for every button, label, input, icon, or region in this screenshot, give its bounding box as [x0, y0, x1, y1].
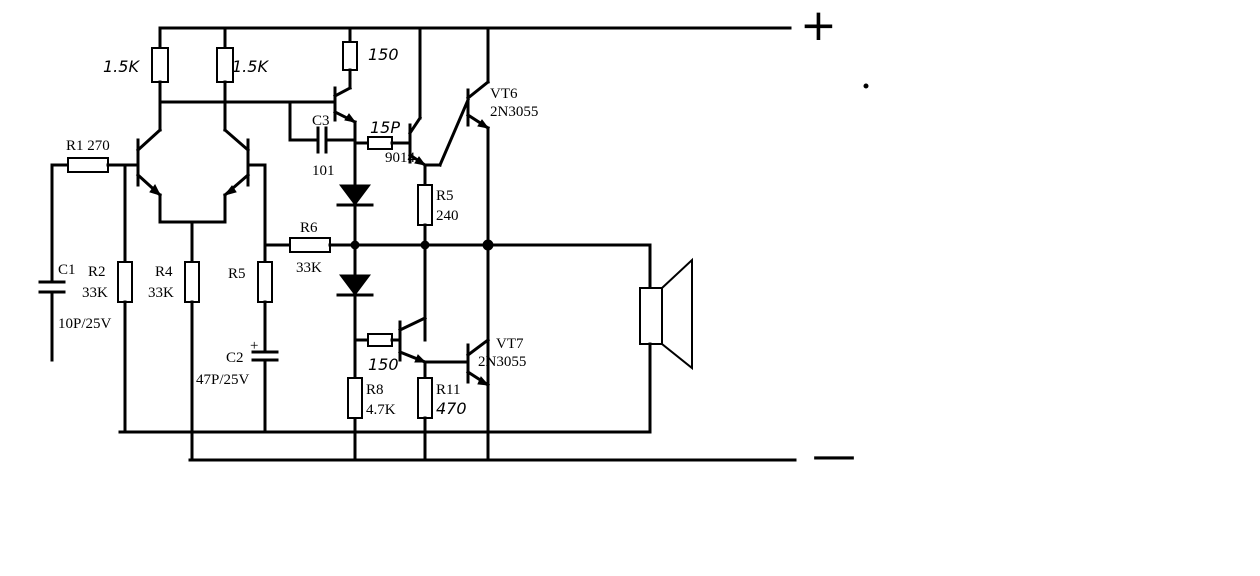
transistor-vt6-part: 2N3055 — [490, 104, 538, 120]
transistor-vt6 — [438, 26, 491, 462]
resistor-r1-label: R1 270 — [66, 138, 110, 154]
resistor-small-upper — [353, 136, 410, 150]
resistor-r6-name: R6 — [300, 220, 318, 236]
transistor-vt7-part: 2N3055 — [478, 354, 526, 370]
resistor-r5-right-value: 240 — [436, 208, 459, 224]
resistor-small-lower-label: 150 — [368, 355, 399, 374]
capacitor-c1-name: C1 — [58, 262, 76, 278]
transistor-vt7 — [465, 337, 491, 388]
resistor-r8-name: R8 — [366, 382, 384, 398]
resistor-r5-left-name: R5 — [228, 266, 246, 282]
resistor-top-3 — [342, 26, 358, 90]
resistor-r11 — [417, 360, 433, 462]
resistor-r4 — [184, 261, 200, 462]
transistor-vt6-name: VT6 — [490, 86, 518, 102]
negative-rail-label: — — [812, 430, 856, 481]
transistor-driver-lower — [397, 315, 470, 364]
junction-dot — [420, 240, 430, 250]
resistor-top-2-label: 1.5K — [232, 57, 269, 76]
stray-dot — [863, 83, 869, 89]
capacitor-c1 — [38, 163, 66, 362]
resistor-r4-value: 33K — [148, 285, 174, 301]
resistor-top-3-label: 150 — [368, 45, 399, 64]
junction-dot — [482, 239, 494, 251]
resistor-r5-right — [417, 163, 433, 342]
capacitor-c2-value: 47P/25V — [196, 372, 250, 388]
junction-dot — [350, 240, 360, 250]
capacitor-c3-name: C3 — [312, 113, 330, 129]
capacitor-c3 — [288, 126, 357, 154]
resistor-r2-value: 33K — [82, 285, 108, 301]
diode-upper — [336, 184, 374, 207]
transistor-diff-right — [222, 100, 267, 247]
resistor-r2-name: R2 — [88, 264, 106, 280]
resistor-r8-value: 4.7K — [366, 402, 396, 418]
resistor-top-2 — [216, 26, 234, 104]
transistor-driver-label: 9014 — [385, 150, 416, 166]
capacitor-c2-plus: + — [250, 338, 258, 354]
resistor-r5-right-name: R5 — [436, 188, 454, 204]
resistor-r11-value: 470 — [436, 399, 467, 418]
resistor-top-1 — [151, 26, 169, 104]
resistor-top-1-label: 1.5K — [103, 57, 140, 76]
capacitor-c2 — [251, 350, 279, 434]
transistor-driver-upper — [407, 26, 442, 168]
emitter-tie — [158, 220, 227, 264]
speaker-icon — [639, 243, 693, 434]
resistor-r6 — [263, 237, 652, 253]
capacitor-c2-name: C2 — [226, 350, 244, 366]
resistor-r6-value: 33K — [296, 260, 322, 276]
capacitor-c3-value: 101 — [312, 163, 335, 179]
transistor-diff-left — [135, 100, 163, 224]
resistor-r1 — [50, 157, 140, 173]
transistor-vt7-name: VT7 — [496, 336, 524, 352]
resistor-r11-name: R11 — [436, 382, 460, 398]
resistor-small-lower — [353, 333, 402, 347]
resistor-small-upper-label: 15P — [370, 118, 400, 137]
positive-rail-label: + — [800, 0, 837, 51]
capacitor-c1-value: 10P/25V — [58, 316, 112, 332]
resistor-r2 — [117, 163, 133, 434]
resistor-r5-left — [257, 243, 273, 354]
resistor-r8 — [347, 377, 363, 419]
resistor-r4-name: R4 — [155, 264, 173, 280]
diode-lower — [336, 274, 374, 297]
